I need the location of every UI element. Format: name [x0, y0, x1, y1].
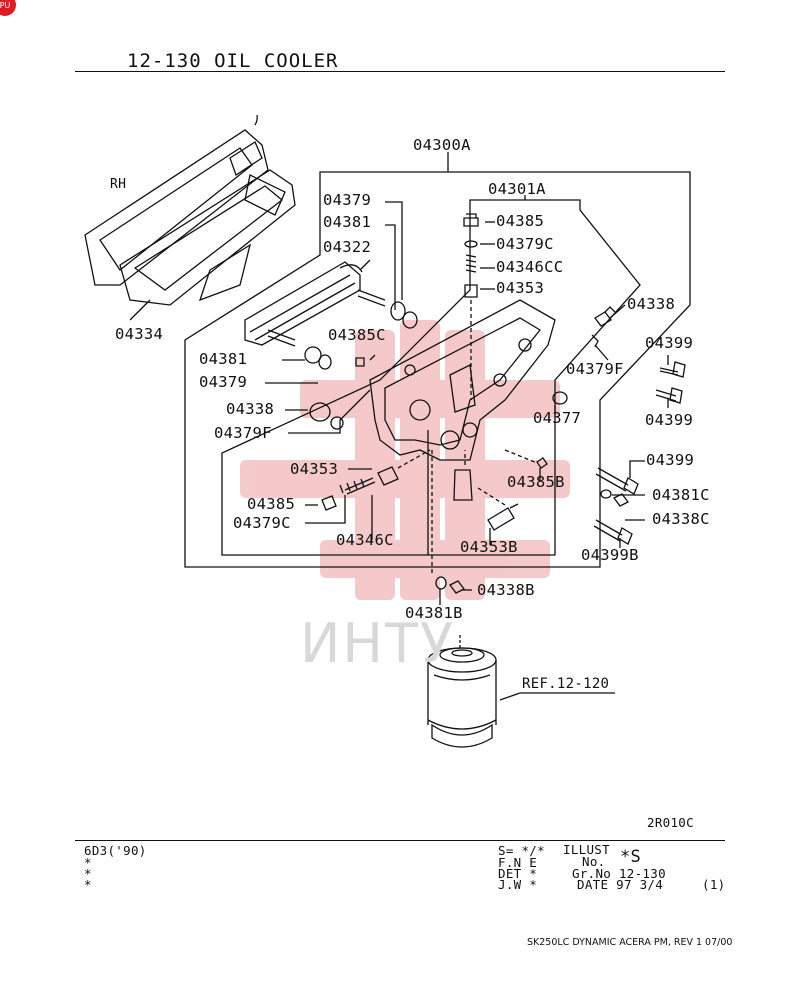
label-04346CC: 04346CC: [496, 258, 564, 276]
label-04338B: 04338B: [477, 581, 535, 599]
outline-04301A: [221, 195, 641, 556]
label-ref: REF.12-120: [522, 676, 610, 692]
label-04379-left: 04379: [199, 373, 248, 391]
label-04379C-top: 04379C: [496, 235, 554, 253]
label-04399-b: 04399: [645, 411, 694, 429]
footer-rule: [75, 840, 725, 841]
document-revision: SK250LC DYNAMIC ACERA PM, REV 1 07/00: [527, 937, 733, 948]
label-04399-c: 04399: [646, 451, 695, 469]
label-04301A: 04301A: [488, 180, 546, 198]
label-04379F-right: 04379F: [566, 360, 624, 378]
footer-illust-value: *S: [620, 847, 642, 867]
label-04338C: 04338C: [652, 510, 710, 528]
cooler-element: [244, 261, 361, 346]
leader-04379: [385, 201, 403, 300]
label-04381-top: 04381: [323, 213, 372, 231]
footer-det: DET *: [498, 866, 538, 881]
label-04379-top: 04379: [323, 191, 372, 209]
outline-04300A: [184, 152, 691, 568]
footer-illust: ILLUST: [563, 842, 610, 857]
footer-page: (1): [702, 877, 726, 892]
label-04334: 04334: [115, 325, 164, 343]
label-04338-left: 04338: [226, 400, 275, 418]
footer-star-3: *: [84, 877, 92, 892]
label-04379C-mid: 04379C: [233, 514, 291, 532]
label-04300A: 04300A: [413, 136, 471, 154]
label-04322: 04322: [323, 238, 372, 256]
label-04381B: 04381B: [405, 604, 463, 622]
watermark-logo: [240, 320, 570, 600]
footer-star-2: *: [84, 866, 92, 881]
footer-s-row: S= */*: [498, 843, 545, 858]
label-04381-left: 04381: [199, 350, 248, 368]
title-rule: [75, 71, 725, 72]
corner-badge: PU: [0, 0, 16, 16]
label-04353-top: 04353: [496, 279, 545, 297]
footer-jw: J.W *: [498, 877, 538, 892]
page-title: 12-130 OIL COOLER: [127, 50, 339, 72]
footer-star-1: *: [84, 855, 92, 870]
label-04338-right: 04338: [627, 295, 676, 313]
label-04346C: 04346C: [336, 531, 394, 549]
cooler-case: [369, 299, 556, 461]
label-04399B: 04399B: [581, 546, 639, 564]
label-04385-mid: 04385: [247, 495, 296, 513]
footer-no: No.: [582, 854, 606, 869]
label-04353-mid: 04353: [290, 460, 339, 478]
label-rh: RH: [110, 177, 127, 192]
illustration-code: 2R010C: [647, 815, 694, 830]
footer-fne: F.N E: [498, 855, 538, 870]
footer-model: 6D3('90): [84, 843, 147, 858]
label-04353B: 04353B: [460, 538, 518, 556]
footer-date: DATE 97 3/4: [577, 877, 664, 892]
label-04379F-left: 04379F: [214, 424, 272, 442]
footer-grno: Gr.No 12-130: [572, 866, 666, 881]
label-04399-a: 04399: [645, 334, 694, 352]
label-04377: 04377: [533, 409, 582, 427]
label-04385-top: 04385: [496, 212, 545, 230]
gasket-04334: [119, 169, 296, 306]
label-04381C: 04381C: [652, 486, 710, 504]
watermark-text: ИНТУ: [300, 612, 455, 675]
gasket-rh: [84, 129, 269, 286]
label-04385C: 04385C: [328, 326, 386, 344]
label-04385B: 04385B: [507, 473, 565, 491]
